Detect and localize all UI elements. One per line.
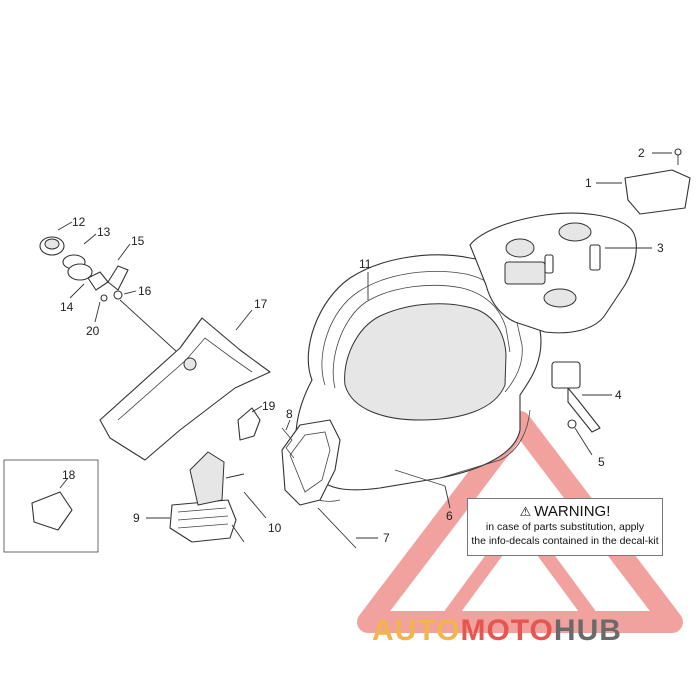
callout-11: 11 <box>359 257 372 271</box>
warning-decal: ⚠WARNING! in case of parts substitution,… <box>467 498 663 556</box>
part-2-screw <box>674 148 682 165</box>
part-5-nut <box>567 419 577 429</box>
part-12-cap <box>39 236 65 256</box>
part-6-lower-shell <box>394 469 446 487</box>
part-rear-frame <box>469 212 637 334</box>
callout-3: 3 <box>657 241 664 255</box>
callout-9: 9 <box>133 511 140 525</box>
part-17-side-cover <box>99 317 271 461</box>
callout-1: 1 <box>585 176 592 190</box>
callout-12: 12 <box>72 215 86 229</box>
part-13-gasket <box>62 254 93 281</box>
callout-14: 14 <box>60 300 74 314</box>
callout-13: 13 <box>97 225 111 239</box>
watermark-logo: AUTOMOTOHUB <box>372 614 622 648</box>
callout-19: 19 <box>262 399 276 413</box>
part-19-clip <box>237 407 261 441</box>
callout-15: 15 <box>131 234 145 248</box>
part-20-nut <box>100 294 108 302</box>
part-15-lever <box>107 265 129 291</box>
callout-10: 10 <box>268 521 282 535</box>
callout-labels: 1 2 3 4 5 6 7 8 9 10 11 12 13 14 15 16 1… <box>60 146 664 545</box>
callout-4: 4 <box>615 388 622 402</box>
callout-18: 18 <box>62 468 76 482</box>
part-1-cover-plate <box>624 169 691 215</box>
warning-line-1: in case of parts substitution, apply <box>485 521 645 533</box>
watermark-hub: HUB <box>553 614 622 647</box>
part-16-screw <box>113 290 123 300</box>
warning-triangle-icon: ⚠ <box>519 504 532 519</box>
callout-8: 8 <box>286 407 293 421</box>
watermark-moto: MOTO <box>460 614 554 647</box>
watermark-auto: AUTO <box>372 614 461 647</box>
part-front-frame <box>281 419 341 506</box>
callout-16: 16 <box>138 284 152 298</box>
part-18-box <box>3 459 99 553</box>
callout-20: 20 <box>86 324 100 338</box>
part-7-screw <box>317 507 357 549</box>
callout-5: 5 <box>598 455 605 469</box>
warning-title: ⚠WARNING! <box>468 503 662 520</box>
warning-title-text: WARNING! <box>534 503 611 520</box>
part-4-bracket <box>551 361 601 433</box>
part-9-footrest <box>169 451 245 543</box>
part-8-clip <box>281 427 295 459</box>
part-11-helmet-compartment <box>295 254 542 502</box>
callout-17: 17 <box>254 297 268 311</box>
warning-line-2: the info-decals contained in the decal-k… <box>471 535 659 547</box>
callout-7: 7 <box>383 531 390 545</box>
leader-lines <box>57 152 672 539</box>
callout-6: 6 <box>446 509 453 523</box>
callout-2: 2 <box>638 146 645 160</box>
